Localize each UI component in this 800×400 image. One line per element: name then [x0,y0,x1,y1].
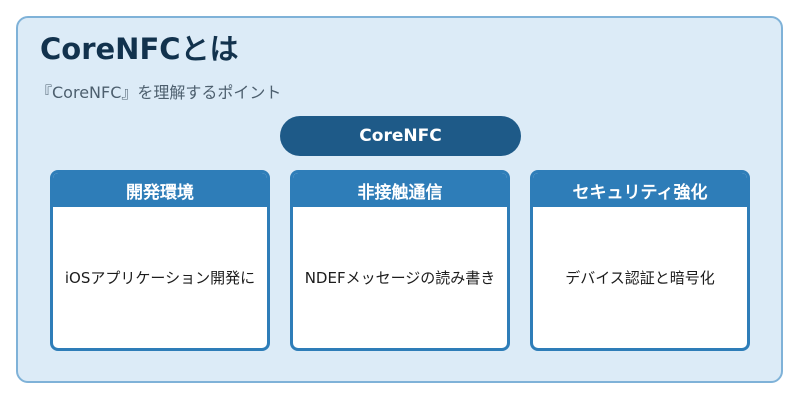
diagram-subtitle: 『CoreNFC』を理解するポイント [36,83,282,102]
card-body: デバイス認証と暗号化 [565,269,715,287]
card-contactless-communication: 非接触通信 NDEFメッセージの読み書き [290,170,510,351]
card-security: セキュリティ強化 デバイス認証と暗号化 [530,170,750,351]
card-development-environment: 開発環境 iOSアプリケーション開発に [50,170,270,351]
center-node: CoreNFC [280,116,521,156]
card-body: iOSアプリケーション開発に [64,269,256,287]
card-heading: 開発環境 [53,173,267,207]
card-heading: セキュリティ強化 [533,173,747,207]
card-body: NDEFメッセージの読み書き [304,269,496,287]
center-node-label: CoreNFC [359,126,442,146]
diagram-title: CoreNFCとは [40,32,239,66]
card-heading: 非接触通信 [293,173,507,207]
